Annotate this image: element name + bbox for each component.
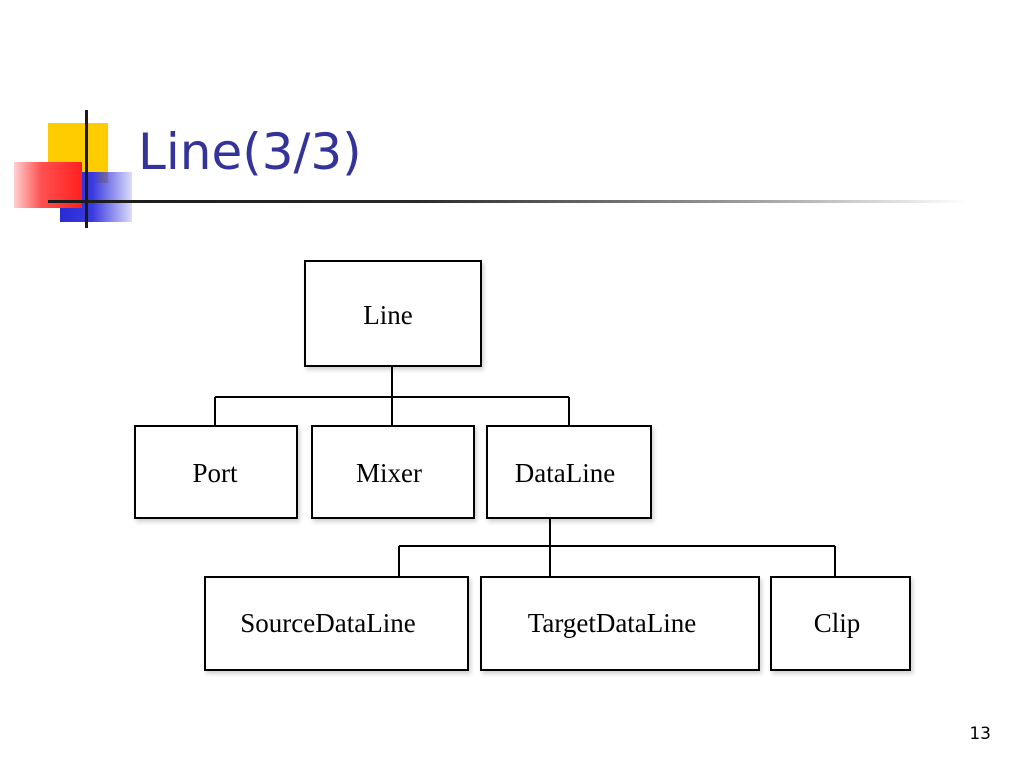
node-label-mixer: Mixer <box>356 458 422 488</box>
slide-title: Line(3/3) <box>138 123 362 181</box>
node-box-clip <box>770 576 911 671</box>
node-label-line: Line <box>363 300 412 330</box>
node-box-port <box>134 425 298 519</box>
node-box-sourcedataline <box>204 576 469 671</box>
slide-logo-decoration <box>0 0 140 240</box>
connectors <box>214 366 836 577</box>
node-label-targetdataline: TargetDataLine <box>528 608 697 638</box>
node-box-line <box>304 260 482 367</box>
node-label-port: Port <box>192 458 238 488</box>
title-underline <box>48 200 968 203</box>
node-label-dataline: DataLine <box>515 458 615 488</box>
node-label-clip: Clip <box>814 608 861 638</box>
node-label-sourcedataline: SourceDataLine <box>240 608 415 638</box>
page-number: 13 <box>969 724 991 744</box>
node-box-dataline <box>486 425 652 519</box>
node-box-mixer <box>311 425 475 519</box>
node-box-targetdataline <box>480 576 760 671</box>
vertical-rule <box>85 110 88 228</box>
